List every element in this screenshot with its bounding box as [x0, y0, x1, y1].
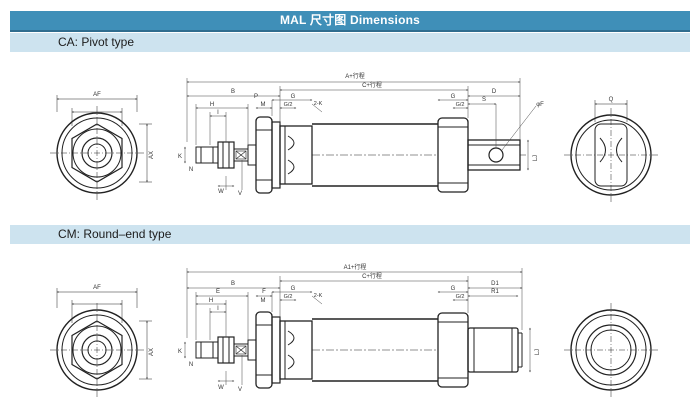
cm-dimension-lines: [184, 268, 531, 385]
ca-dim-v: V: [238, 191, 242, 197]
ca-rod-end: [195, 141, 257, 169]
cm-front-cover: [255, 311, 313, 389]
cm-dim-i: I: [217, 306, 219, 312]
cm-dim-g-right: G: [451, 286, 456, 292]
cm-drawing: A1+行程 C+行程 B D1 R1 E F H M G G/2 2-K G G…: [50, 263, 658, 397]
section-bar-cm: CM: Round–end type: [10, 225, 690, 244]
cm-dim-r1: R1: [491, 289, 499, 295]
ca-rear-cover: [437, 117, 469, 193]
ca-dim-n: N: [189, 167, 193, 173]
ca-dim-s: S: [482, 97, 486, 103]
ca-dim-g2-left: G/2: [284, 102, 293, 108]
cm-dim-2k: 2-K: [314, 293, 323, 299]
ca-dim-i: I: [217, 110, 219, 116]
ca-dim-m: M: [261, 102, 266, 108]
ca-dim-lj: LJ: [533, 155, 539, 161]
cm-dim-g2-right: G/2: [456, 294, 465, 300]
ca-dim-2k: 2-K: [314, 101, 323, 107]
ca-pivot-bracket: [467, 139, 526, 171]
cm-dim-b: B: [231, 281, 235, 287]
ca-labels: A+行程 C+行程 B D H M P G G/2 2-K G G/2 S I …: [93, 72, 614, 197]
ca-dim-af: AF: [93, 92, 101, 98]
ca-dim-d: D: [492, 89, 497, 95]
cm-dim-h: H: [209, 298, 213, 304]
ca-right-end-view: [564, 100, 658, 202]
ca-dim-k: K: [178, 154, 182, 160]
cm-dim-g2-left: G/2: [284, 294, 293, 300]
page-title: MAL 尺寸图 Dimensions: [279, 13, 421, 27]
ca-dim-w: W: [218, 189, 224, 195]
ca-dim-body: C+行程: [362, 81, 382, 89]
cm-dim-f: F: [262, 289, 266, 295]
cm-dim-e: E: [216, 289, 220, 295]
cm-labels: A1+行程 C+行程 B D1 R1 E F H M G G/2 2-K G G…: [93, 263, 541, 393]
cm-dim-ax: AX: [149, 348, 155, 356]
ca-dim-p: P: [254, 94, 258, 100]
cm-dim-af: AF: [93, 285, 101, 291]
section-bar-ca: CA: Pivot type: [10, 33, 690, 52]
cm-dim-overall: A1+行程: [344, 263, 367, 271]
ca-dim-phi-f: φF: [536, 102, 544, 108]
ca-dim-b: B: [231, 89, 235, 95]
cm-barrel: [312, 318, 438, 382]
cm-round-end: [467, 327, 523, 373]
ca-barrel: [312, 123, 438, 187]
ca-dim-g2-right: G/2: [456, 102, 465, 108]
ca-dim-g-right: G: [451, 94, 456, 100]
cm-dim-body: C+行程: [362, 272, 382, 280]
section-label-cm: CM: Round–end type: [58, 227, 172, 241]
cm-dim-g-left: G: [291, 286, 296, 292]
cm-rod-end: [195, 336, 257, 364]
cm-dim-d1: D1: [491, 281, 499, 287]
cm-right-end-view: [564, 303, 658, 397]
ca-dim-q: Q: [609, 97, 614, 103]
ca-dimension-lines: [184, 78, 537, 190]
cm-dim-k: K: [178, 349, 182, 355]
cm-dim-w: W: [218, 385, 224, 391]
cm-dim-v: V: [238, 387, 242, 393]
header-bar: MAL 尺寸图 Dimensions: [10, 11, 690, 32]
ca-dim-ax: AX: [149, 151, 155, 159]
ca-dim-overall: A+行程: [345, 72, 365, 80]
ca-left-end-view: [50, 95, 152, 200]
section-label-ca: CA: Pivot type: [58, 35, 135, 49]
ca-front-cover: [255, 116, 313, 194]
ca-dim-h: H: [210, 102, 214, 108]
cm-dim-n: N: [189, 362, 193, 368]
cm-dim-m: M: [261, 298, 266, 304]
ca-dim-g-left: G: [291, 94, 296, 100]
cm-rear-cover: [437, 312, 469, 388]
cm-dim-lj: LJ: [535, 349, 541, 355]
cm-left-end-view: [50, 288, 152, 397]
ca-drawing: A+行程 C+行程 B D H M P G G/2 2-K G G/2 S I …: [50, 72, 658, 202]
